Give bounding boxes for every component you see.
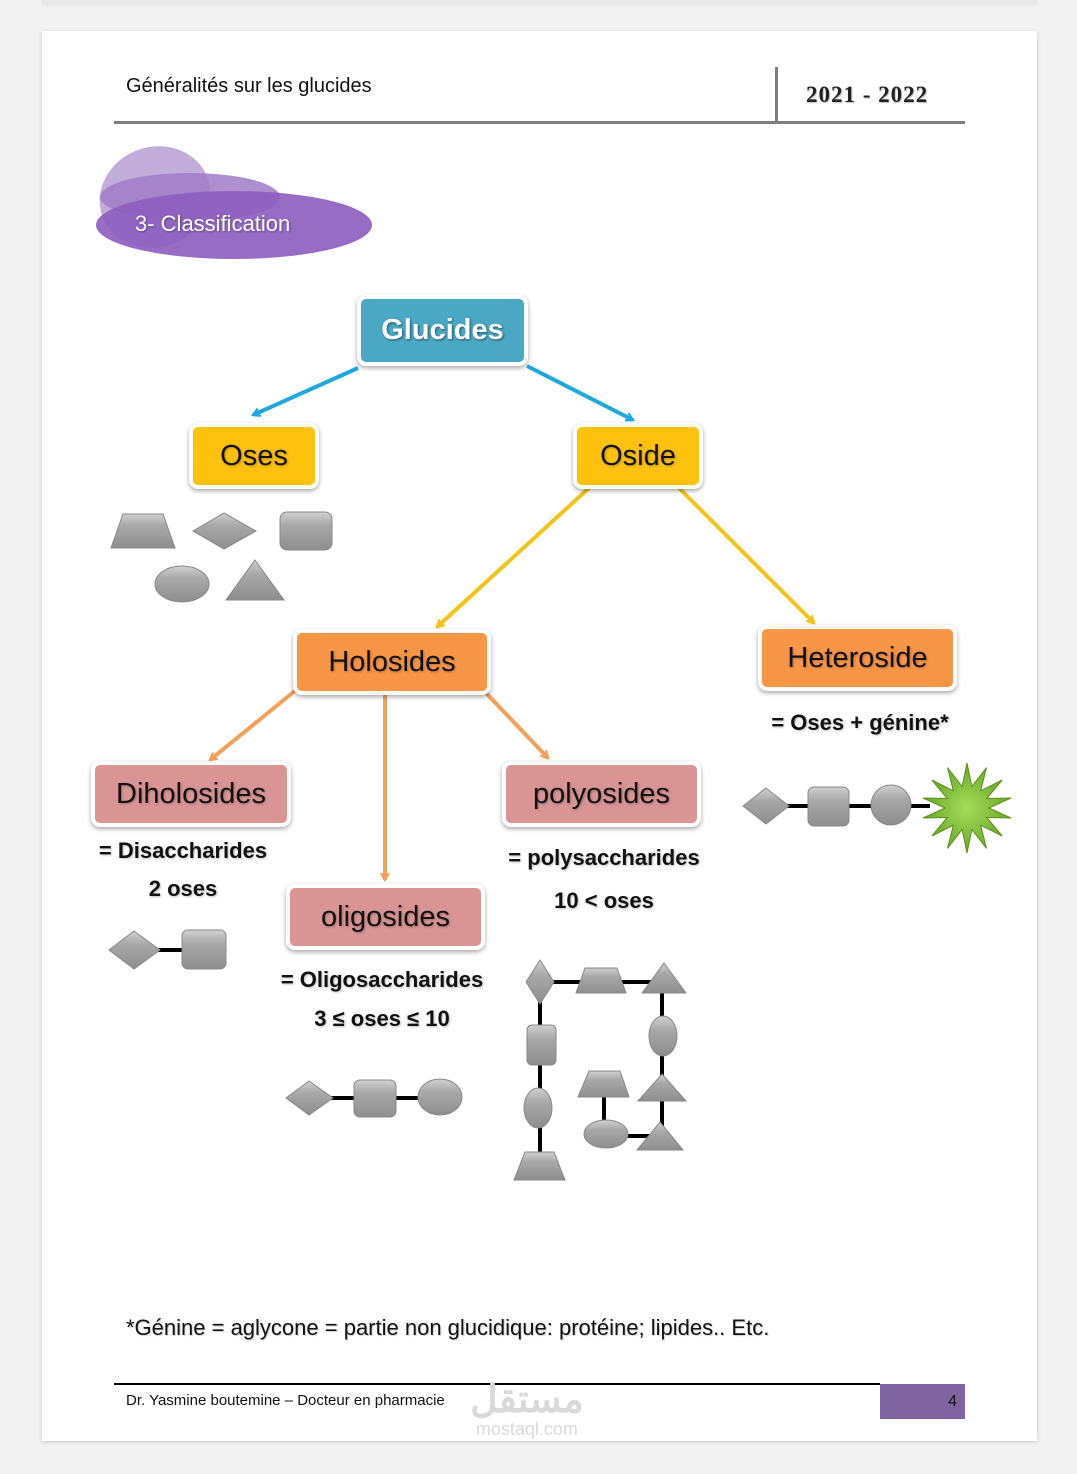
triangle-shape — [636, 1073, 688, 1102]
badge-ellipse-front — [96, 191, 372, 259]
diholosides-description-line1: = Disaccharides — [98, 838, 268, 863]
oligoside-chain — [285, 1078, 463, 1118]
diamond-shape — [525, 959, 555, 1005]
footnote: *Génine = aglycone = partie non glucidiq… — [126, 1315, 770, 1340]
ellipse-shape — [154, 565, 210, 603]
diholoside-chain — [108, 929, 227, 970]
arrow-holosides-diholosides — [210, 688, 298, 762]
previous-page-edge — [42, 0, 1037, 3]
oligosides-description-line2: 3 ≤ oses ≤ 10 — [314, 1006, 450, 1031]
node-holosides: Holosides — [293, 629, 491, 695]
heteroside-description: = Oses + génine* — [771, 710, 949, 735]
oligosides-description-line1: = Oligosaccharides — [280, 967, 484, 992]
genine-star-shape — [922, 762, 1012, 854]
node-oside: Oside — [573, 423, 703, 489]
diamond-shape — [285, 1080, 334, 1116]
diholosides-description-line2: 2 oses — [148, 876, 218, 901]
arrow-glucides-oside — [526, 364, 633, 422]
node-diholosides: Diholosides — [91, 761, 291, 827]
heteroside-chain — [742, 762, 1012, 854]
rounded-square-shape — [279, 511, 333, 551]
ellipse-shape — [583, 1119, 629, 1149]
arrow-oside-holosides — [437, 485, 592, 627]
node-heteroside: Heteroside — [758, 625, 957, 691]
trapezoid-shape — [575, 967, 627, 994]
node-oligosides: oligosides — [286, 884, 485, 950]
rounded-square-shape — [181, 929, 227, 970]
rounded-rect-shape — [526, 1024, 557, 1066]
footer-author: Dr. Yasmine boutemine – Docteur en pharm… — [126, 1392, 445, 1409]
polyosides-description-line1: = polysaccharides — [508, 845, 700, 870]
header-title: Généralités sur les glucides — [126, 75, 372, 97]
triangle-shape — [225, 559, 285, 601]
polyosides-description-line2: 10 < oses — [554, 888, 654, 913]
triangle-shape — [635, 1121, 685, 1151]
ellipse-shape — [523, 1087, 553, 1129]
diamond-shape — [192, 512, 258, 550]
trapezoid-shape — [577, 1070, 630, 1098]
arrow-holosides-polyosides — [483, 690, 548, 758]
header-divider — [775, 67, 778, 122]
circle-shape — [870, 784, 912, 826]
page-number: 4 — [880, 1384, 965, 1419]
arrow-oside-heteroside — [676, 485, 814, 623]
watermark-latin: mostaql.com — [475, 1419, 578, 1439]
arrow-glucides-oses — [253, 366, 359, 415]
header-rule — [114, 121, 965, 124]
section-title: 3- Classification — [135, 211, 291, 236]
diamond-shape — [742, 787, 790, 825]
ellipse-shape — [417, 1078, 463, 1116]
triangle-shape — [641, 962, 687, 994]
node-polyosides: polyosides — [502, 761, 701, 827]
document-page — [42, 31, 1037, 1441]
rounded-square-shape — [353, 1079, 397, 1118]
trapezoid-shape — [513, 1151, 566, 1181]
watermark-arabic: مستقل — [470, 1379, 584, 1421]
node-glucides: Glucides — [357, 295, 528, 366]
ellipse-shape — [648, 1015, 678, 1057]
node-oses: Oses — [189, 423, 319, 489]
trapezoid-shape — [110, 513, 176, 549]
footer-rule — [114, 1383, 880, 1385]
oses-shapes — [110, 511, 333, 603]
polyoside-chain — [513, 959, 688, 1181]
diamond-shape — [108, 930, 161, 970]
watermark: مستقل mostaql.com — [470, 1380, 584, 1438]
rounded-square-shape — [807, 786, 850, 827]
header-year: 2021 - 2022 — [806, 82, 929, 107]
